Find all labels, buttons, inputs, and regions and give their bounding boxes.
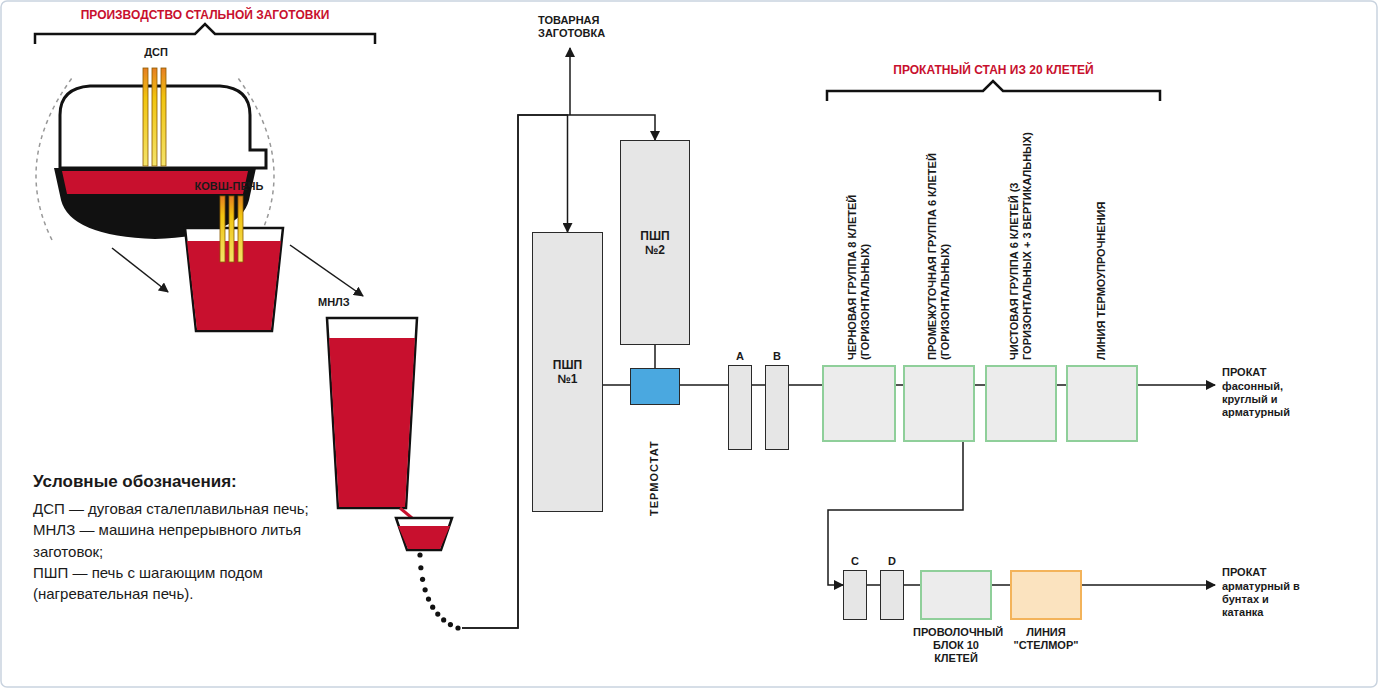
node-label: ДСП (40, 46, 272, 59)
flow-arrow (1082, 584, 1215, 586)
legend-notes: Условные обозначения: ДСП — дуговая стале… (33, 470, 321, 605)
flow-line (112, 248, 168, 292)
bracket (827, 81, 1160, 101)
output-label: ПРОКАТ (1222, 366, 1332, 379)
output-label: ПРОКАТ (1222, 566, 1332, 579)
flow-arrow (569, 48, 571, 115)
continuous-caster (327, 318, 461, 631)
flow-arrow (1138, 384, 1215, 386)
section-title: ПРОКАТНЫЙ СТАН ИЗ 20 КЛЕТЕЙ (827, 63, 1160, 77)
stand-box: C (843, 570, 867, 620)
thermostat-box: ТЕРМОСТАТ (630, 368, 680, 405)
node-label: ПШП №1 (550, 358, 585, 387)
flow-line (1057, 384, 1066, 386)
output-label: арматурный в бунтах и катанка (1222, 580, 1300, 620)
stand-box: B (765, 365, 789, 450)
mill-group-box: ПРОМЕЖУТОЧНАЯ ГРУППА 6 КЛЕТЕЙ (ГОРИЗОНТА… (903, 365, 975, 442)
node-label: A (736, 350, 744, 363)
furnace-node: ДСП (40, 46, 272, 248)
mill-group-box: ЧИСТОВАЯ ГРУППА 6 КЛЕТЕЙ (3 ГОРИЗОНТАЛЬН… (985, 365, 1057, 442)
flow-line (896, 384, 903, 386)
output-label: ТОВАРНАЯ ЗАГОТОВКА (538, 14, 618, 40)
node-label: D (888, 555, 896, 568)
stand-box: D (880, 570, 904, 620)
flow-line (975, 384, 985, 386)
billet-strand (455, 625, 460, 630)
output-label: фасонный, круглый и арматурный (1222, 380, 1300, 420)
flow-line (828, 442, 963, 585)
billet-strand (441, 617, 446, 622)
billet-strand (418, 565, 423, 570)
node-label: ПРОВОЛОЧНЫЙ БЛОК 10 КЛЕТЕЙ (913, 626, 999, 666)
stelmor-box: ЛИНИЯ "СТЕЛМОР" (1010, 570, 1082, 620)
billet-strand (423, 587, 428, 592)
billet-strand (420, 577, 425, 582)
node-label: ПШП №2 (638, 228, 672, 257)
furnace-box: ПШП №1 (532, 232, 603, 512)
wire-block-box: ПРОВОЛОЧНЫЙ БЛОК 10 КЛЕТЕЙ (920, 570, 992, 620)
flow-line (290, 245, 363, 296)
flow-line (992, 584, 1010, 586)
node-label: КОВШ-ПЕЧЬ (168, 180, 290, 193)
node-label: ЛИНИЯ "СТЕЛМОР" (1003, 626, 1089, 652)
section-title: ПРОИЗВОДСТВО СТАЛЬНОЙ ЗАГОТОВКИ (35, 8, 375, 22)
stand-box: A (728, 365, 752, 450)
billet-strand (435, 612, 440, 617)
flow-line (654, 345, 656, 368)
node-label: B (773, 350, 781, 363)
ladle-node: КОВШ-ПЕЧЬ (168, 180, 290, 335)
ladle-furnace (185, 196, 283, 331)
flow-line (867, 584, 880, 586)
billet-strand (426, 596, 431, 601)
flow-line (904, 584, 920, 586)
legend-note: МНЛЗ — машина непрерывного литья заготов… (33, 519, 321, 562)
bracket (35, 24, 375, 44)
flow-line (680, 384, 728, 386)
node-label: ПРОМЕЖУТОЧНАЯ ГРУППА 6 КЛЕТЕЙ (ГОРИЗОНТА… (926, 110, 952, 360)
node-label: ЧЕРНОВАЯ ГРУППА 8 КЛЕТЕЙ (ГОРИЗОНТАЛЬНЫХ… (846, 110, 872, 360)
flow-line (789, 384, 822, 386)
legend-note: ПШП — печь с шагающим подом (нагреватель… (33, 562, 321, 605)
node-label: ЧИСТОВАЯ ГРУППА 6 КЛЕТЕЙ (3 ГОРИЗОНТАЛЬН… (1008, 110, 1034, 360)
furnace-box: ПШП №2 (620, 140, 690, 345)
flow-line (603, 384, 630, 386)
billet-strand (448, 622, 453, 627)
flow-line (752, 384, 765, 386)
billet-strand (417, 552, 422, 557)
caster-node: МНЛЗ (318, 296, 462, 634)
node-label: ТЕРМОСТАТ (648, 416, 661, 516)
mill-group-box: ЧЕРНОВАЯ ГРУППА 8 КЛЕТЕЙ (ГОРИЗОНТАЛЬНЫХ… (822, 365, 896, 442)
node-label: C (851, 555, 859, 568)
legend-note: ДСП — дуговая сталеплавильная печь; (33, 498, 321, 519)
node-label: МНЛЗ (318, 296, 350, 309)
legend-title: Условные обозначения: (33, 470, 321, 494)
mill-group-box: ЛИНИЯ ТЕРМОУПРОЧНЕНИЯ (1066, 365, 1138, 442)
billet-strand (430, 605, 435, 610)
node-label: ЛИНИЯ ТЕРМОУПРОЧНЕНИЯ (1095, 110, 1108, 360)
